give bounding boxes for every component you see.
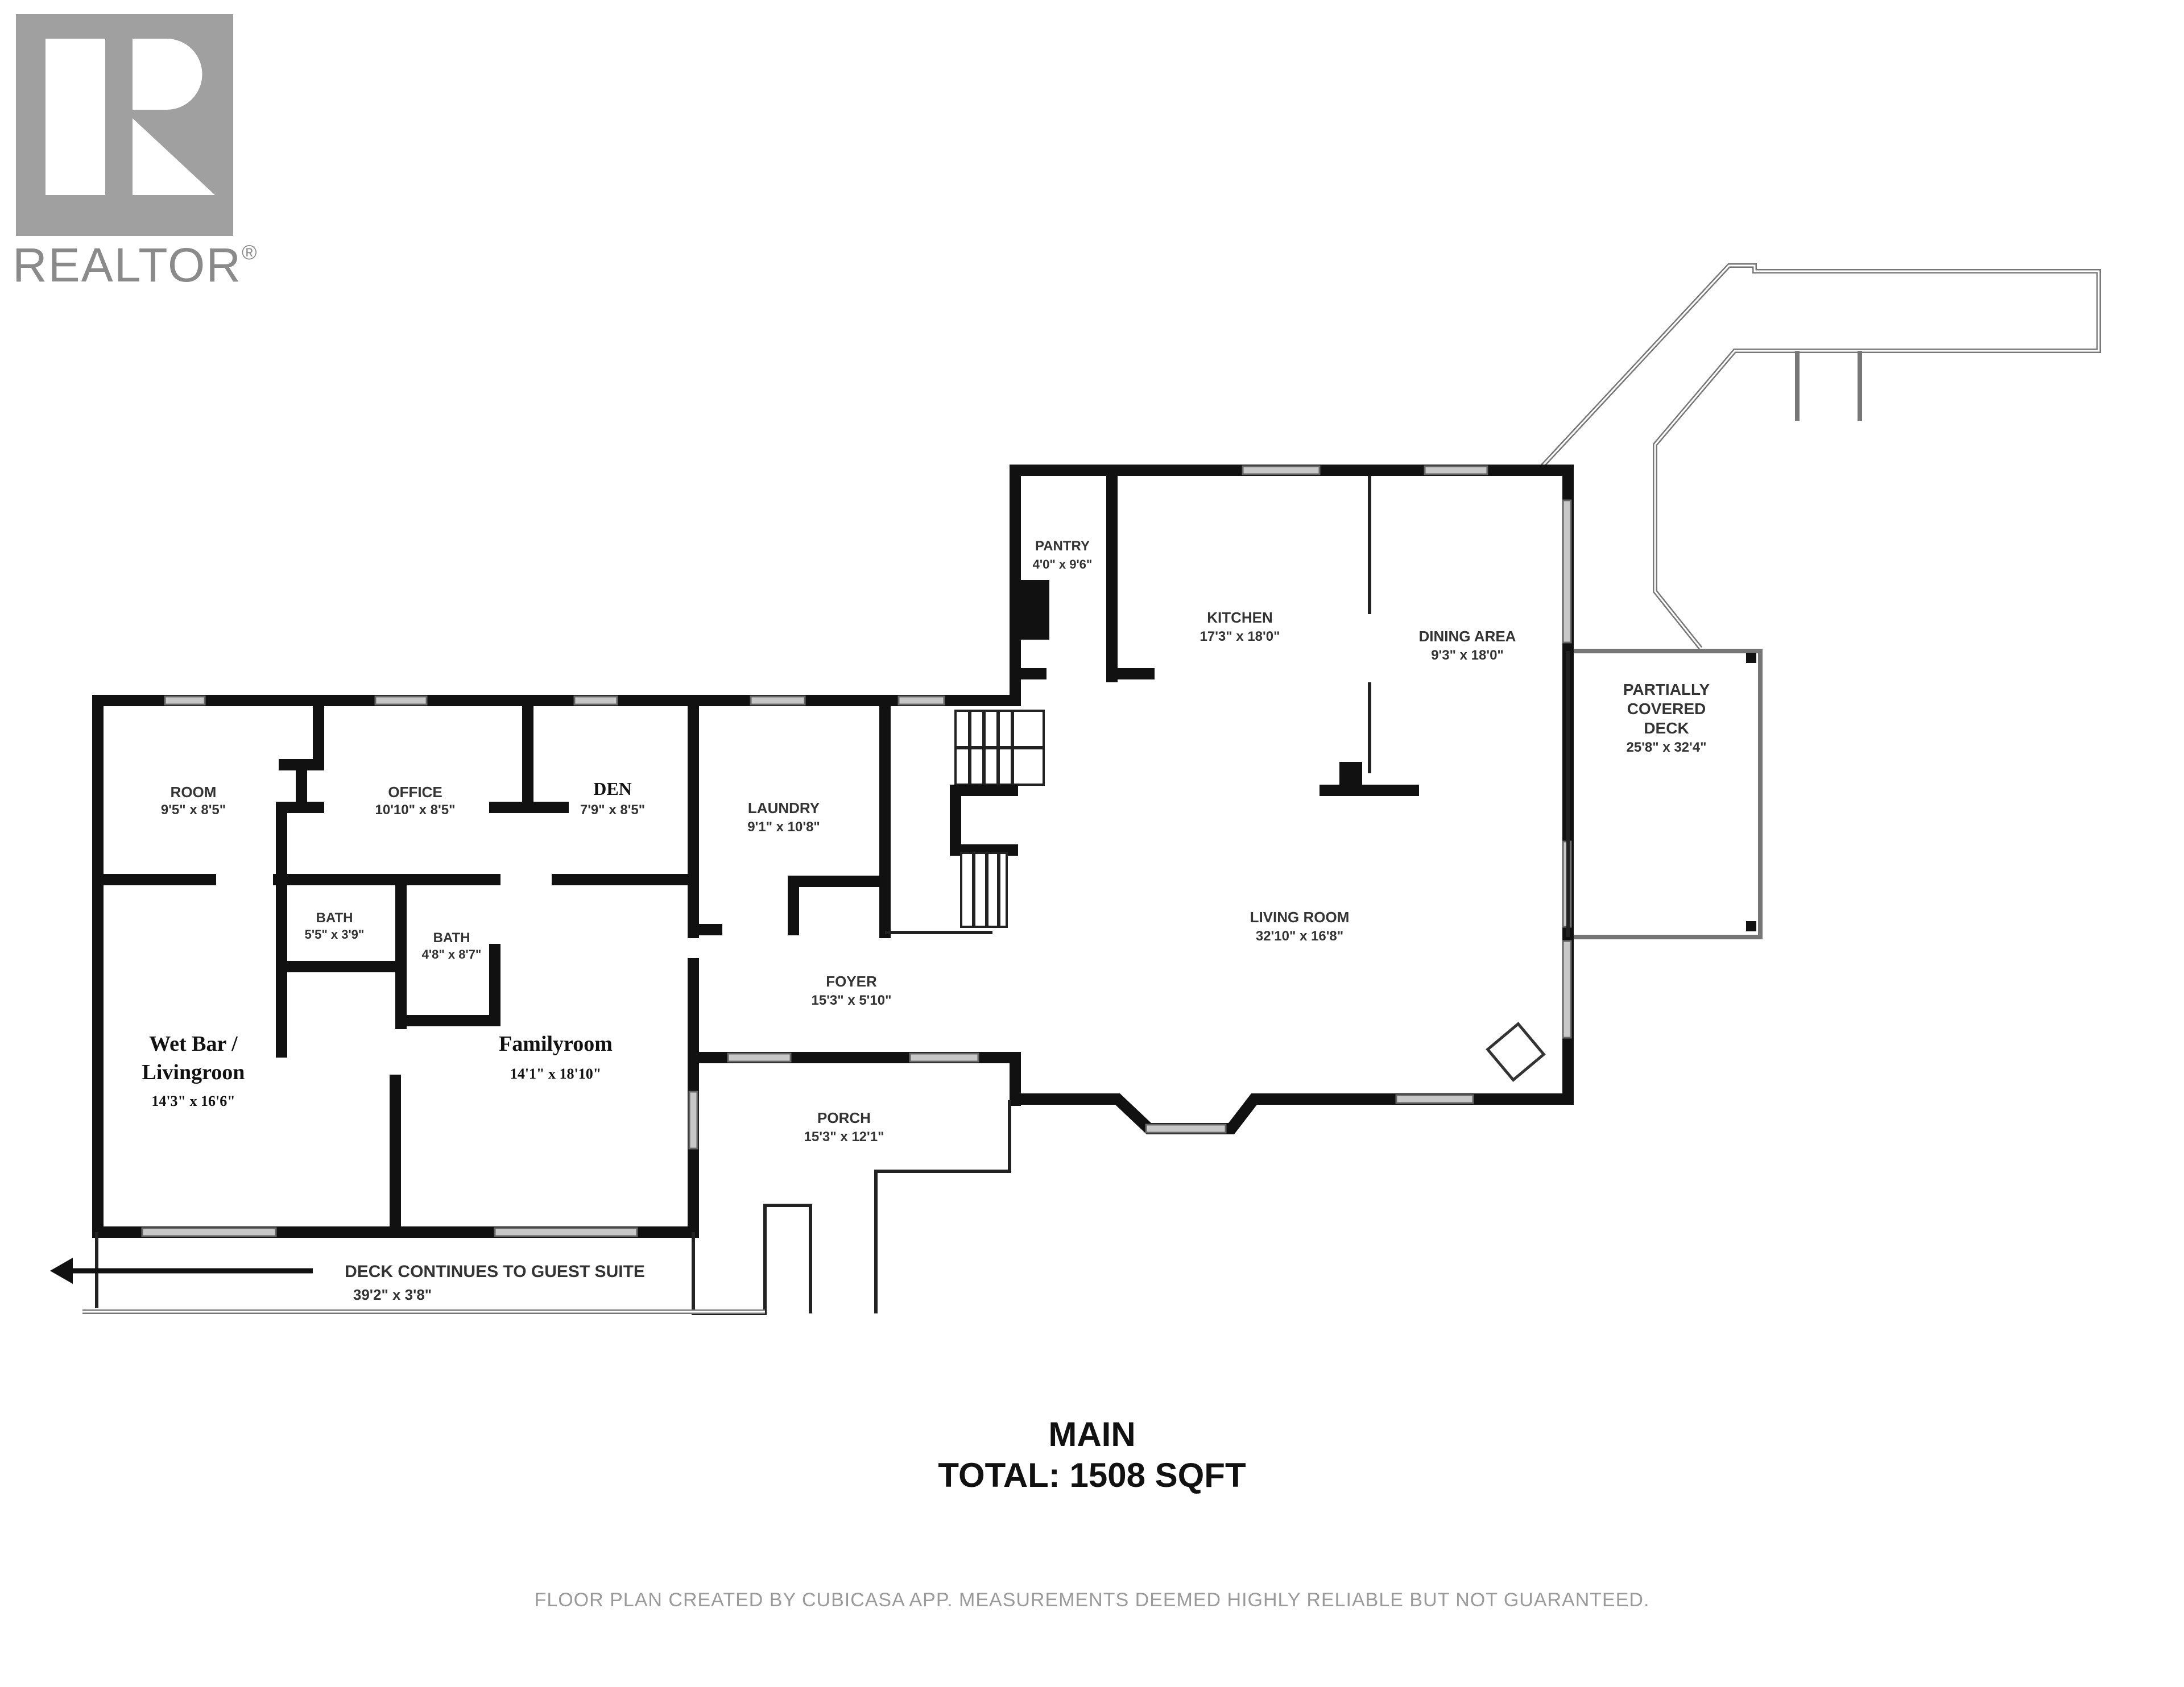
svg-text:7'9" x 8'5": 7'9" x 8'5" <box>580 802 645 818</box>
svg-text:9'3" x 18'0": 9'3" x 18'0" <box>1431 648 1504 663</box>
deck-walkway-rails <box>1537 263 2101 939</box>
svg-text:FOYER: FOYER <box>826 973 877 990</box>
stairs <box>950 710 1045 928</box>
main-block-walls <box>1010 465 1574 1134</box>
svg-text:Familyroom: Familyroom <box>499 1032 613 1056</box>
svg-text:14'3" x 16'6": 14'3" x 16'6" <box>151 1093 235 1109</box>
realtor-wordmark: REALTOR® <box>13 238 258 292</box>
svg-text:15'3" x 12'1": 15'3" x 12'1" <box>804 1129 884 1145</box>
svg-text:25'8" x 32'4": 25'8" x 32'4" <box>1627 740 1707 755</box>
svg-text:9'5" x 8'5": 9'5" x 8'5" <box>161 802 226 818</box>
svg-text:4'8" x 8'7": 4'8" x 8'7" <box>422 947 482 961</box>
porch-walls <box>688 1052 1021 1315</box>
svg-text:Livingroon: Livingroon <box>142 1060 245 1084</box>
svg-text:COVERED: COVERED <box>1627 700 1706 718</box>
floor-name: MAIN <box>1048 1415 1136 1453</box>
svg-text:DEN: DEN <box>593 778 632 799</box>
svg-text:PORCH: PORCH <box>817 1109 871 1126</box>
arrow-left-icon <box>50 1258 313 1284</box>
svg-text:LIVING ROOM: LIVING ROOM <box>1250 909 1350 926</box>
svg-text:39'2" x 3'8": 39'2" x 3'8" <box>353 1286 432 1303</box>
room-labels: ROOM 9'5" x 8'5" OFFICE 10'10" x 8'5" DE… <box>142 538 1710 1303</box>
svg-text:9'1" x 10'8": 9'1" x 10'8" <box>747 819 820 835</box>
total-sqft: TOTAL: 1508 SQFT <box>938 1456 1246 1494</box>
svg-text:5'5" x 3'9": 5'5" x 3'9" <box>305 927 365 942</box>
svg-text:15'3" x 5'10": 15'3" x 5'10" <box>812 993 892 1008</box>
svg-text:32'10" x 16'8": 32'10" x 16'8" <box>1256 929 1343 944</box>
svg-text:10'10" x 8'5": 10'10" x 8'5" <box>375 802 456 818</box>
room-label: ROOM <box>171 784 217 801</box>
svg-text:BATH: BATH <box>433 930 470 946</box>
svg-text:DINING AREA: DINING AREA <box>1419 628 1516 645</box>
svg-text:PANTRY: PANTRY <box>1035 538 1090 554</box>
deck-note: DECK CONTINUES TO GUEST SUITE <box>345 1262 645 1281</box>
svg-text:14'1" x 18'10": 14'1" x 18'10" <box>510 1066 601 1082</box>
svg-text:17'3" x 18'0": 17'3" x 18'0" <box>1200 629 1280 644</box>
svg-text:LAUNDRY: LAUNDRY <box>748 799 820 816</box>
left-block-walls <box>92 695 1021 1238</box>
svg-text:BATH: BATH <box>316 910 353 926</box>
svg-text:Wet Bar /: Wet Bar / <box>149 1032 238 1056</box>
realtor-logo-icon <box>16 14 233 236</box>
disclaimer-footer: FLOOR PLAN CREATED BY CUBICASA APP. MEAS… <box>534 1589 1650 1611</box>
svg-text:DECK: DECK <box>1644 719 1689 737</box>
svg-text:OFFICE: OFFICE <box>388 784 442 801</box>
svg-text:4'0" x 9'6": 4'0" x 9'6" <box>1033 557 1093 571</box>
svg-text:PARTIALLY: PARTIALLY <box>1623 681 1710 698</box>
svg-text:KITCHEN: KITCHEN <box>1207 609 1273 626</box>
